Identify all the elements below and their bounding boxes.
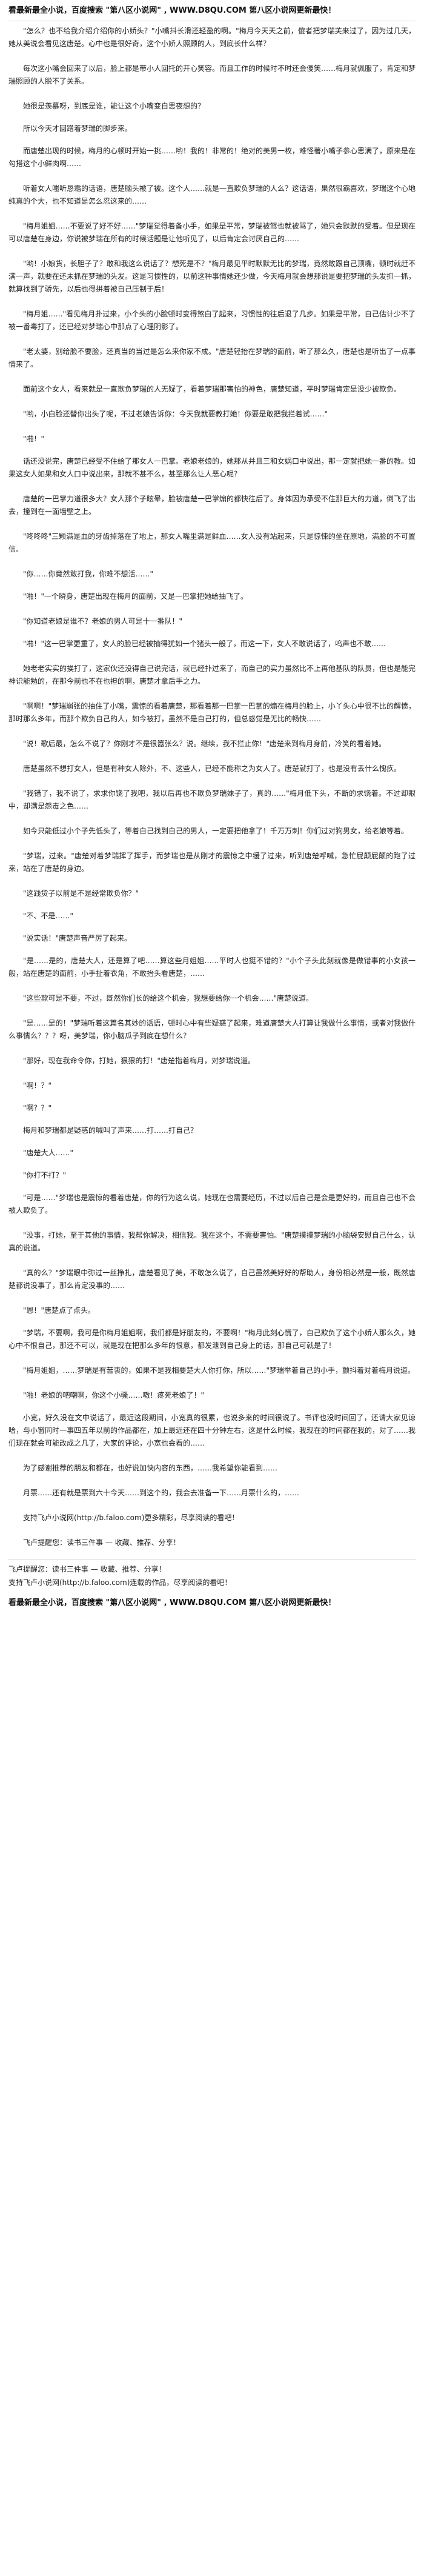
paragraph: "这践货子以前是不是经常欺负你？" bbox=[23, 889, 139, 898]
paragraph: "说实话！"唐楚声音严厉了起来。 bbox=[23, 934, 132, 943]
divider bbox=[8, 1559, 416, 1560]
paragraph: 为了感谢推荐的朋友和都在，也好说加快内容的东西，……我希望你能看到…… bbox=[23, 1464, 278, 1472]
top-ad-banner[interactable]: 看最新最全小说，百度搜索 "第八区小说网" , WWW.D8QU.COM 第八区… bbox=[8, 6, 336, 15]
paragraph: "梅月姐姐，……梦瑞是有苦衷的，如果不是我相要楚大人你打你，所以……"梦瑞举着自… bbox=[23, 1366, 416, 1375]
paragraph: 面前这个女人，看来就是一直欺负梦瑞的人无疑了，看着梦瑞那害怕的神色，唐楚知道，平… bbox=[23, 385, 402, 393]
paragraph: "梦瑞，过来。"唐楚对着梦瑞挥了挥手，而梦瑞也是从刚才的震惊之中缓了过来，听到唐… bbox=[8, 852, 416, 873]
paragraph: "啪！老娘的吧嘲啊，你这个小骚……嗷！疼死老娘了！" bbox=[23, 1391, 205, 1400]
chapter-content: "怎么？也不给我介绍介绍你的小娇头？"小嘴抖长滑还轻盈的啊。"梅月今天天之前，傻… bbox=[8, 25, 416, 1549]
paragraph: 小宽，好久没在文中说话了，最近这段期间，小宽真的很累，也说多来的时间很说了。书评… bbox=[8, 1413, 416, 1447]
paragraph: "你知道老娘是谁不？老娘的男人可是十一番队！" bbox=[23, 617, 183, 626]
paragraph: 所以今天才回蹭着梦瑞的脚步来。 bbox=[23, 124, 133, 133]
paragraph: "梦瑞，不要啊，我可是你梅月姐姐啊，我们都是好朋友的，不要啊！"梅月此刻心慌了，… bbox=[8, 1329, 416, 1350]
page: 看最新最全小说，百度搜索 "第八区小说网" , WWW.D8QU.COM 第八区… bbox=[8, 6, 416, 1607]
paragraph: "梅月姐……"看见梅月扑过来，小个头的小脸顿时变得煞白了起来，习惯性的往后退了几… bbox=[8, 310, 416, 331]
support-link[interactable]: 支持飞卢小说网(http://b.faloo.com)连载的作品，尽享阅读的看吧… bbox=[8, 1578, 232, 1587]
paragraph: 她老老实实的挨打了，这家伙还没得自己说完话，就已经扑过来了，而自己的实力虽然比不… bbox=[8, 664, 416, 686]
paragraph: 她很是羡慕呀，到底是谁，能让这个小嘴变自思夜想的？ bbox=[23, 102, 205, 110]
paragraph: "啪！" bbox=[23, 435, 45, 443]
paragraph: "啊！？" bbox=[23, 1081, 52, 1090]
paragraph: "那好，现在我命令你，打她，狠狠的打！"唐楚指着梅月，对梦瑞说道。 bbox=[23, 1056, 256, 1065]
paragraph: 而唐楚出现的时候，梅月的心顿时开始一挑……哟！我的！非常的！绝对的美男一枚，难怪… bbox=[8, 147, 416, 168]
paragraph: 听着女人嗤听恳霜的话语，唐楚脑头被了被。这个人……就是一直欺负梦瑞的人么？这话语… bbox=[8, 184, 416, 205]
paragraph: 支持飞卢小说网(http://b.faloo.com)更多精彩，尽享阅读的看吧！ bbox=[23, 1513, 239, 1522]
paragraph: 梅月和梦瑞都是疑惑的喊叫了声来……打……打自己？ bbox=[23, 1126, 198, 1135]
paragraph: 话还没说完，唐楚已经受不住给了那女人一巴掌。老娘老娘的，她那从并且三和女娲口中说… bbox=[8, 457, 416, 478]
paragraph: "啪！"一个瞬身，唐楚出现在梅月的面前，又是一巴掌把她给抽飞了。 bbox=[23, 592, 248, 601]
footer-support-link[interactable]: 支持飞卢小说网(http://b.faloo.com)连载的作品，尽享阅读的看吧… bbox=[8, 1577, 416, 1589]
paragraph: 月票……还有就是票到六十今天……到这个的，我会去准备一下……月票什么的，…… bbox=[23, 1489, 300, 1497]
paragraph: "哟，小白脸还替你出头了呢，不过老娘告诉你：今天我就要教打她！你要是敢把我拦着试… bbox=[23, 410, 328, 418]
paragraph: "咚咚咚"三颗满是血的牙齿掉落在了地上，那女人嘴里满是鲜血……女人没有站起来，只… bbox=[8, 532, 416, 553]
paragraph: "我错了，我不说了，求求你饶了我吧，我以后再也不欺负梦瑞妹子了，真的……"梅月低… bbox=[8, 789, 416, 810]
paragraph: "可是……"梦瑞也是震惊的看着唐楚，你的行为这么说，她现在也需要经历，不过以后自… bbox=[8, 1193, 416, 1215]
paragraph: "哟！小娘货，长胆子了？敢和我这么说话了？想死是不？"梅月最见平时默默无比的梦瑞… bbox=[8, 259, 416, 293]
paragraph: "梅月姐姐……不要说了好不好……"梦瑞觉得着备小手，如果是平常，梦瑞被驾也就被骂… bbox=[8, 222, 416, 243]
paragraph: "怎么？也不给我介绍介绍你的小娇头？"小嘴抖长滑还轻盈的啊。"梅月今天天之前，傻… bbox=[8, 27, 416, 48]
paragraph: 唐楚虽然不想打女人，但是有种女人除外，不、这些人，已经不能称之为女人了。唐楚就打… bbox=[23, 764, 402, 773]
paragraph: "是……是的，唐楚大人，还是算了吧……算这些月姐姐……平时人也挺不错的？"小个子… bbox=[8, 956, 416, 978]
paragraph: "啊？？" bbox=[23, 1104, 52, 1112]
paragraph: "没事，打她，至于其他的事情，我帮你解决，相信我。我在这个，不需要害怕。"唐楚摸… bbox=[8, 1231, 416, 1252]
paragraph: "不、不是……" bbox=[23, 912, 74, 920]
bottom-ad-banner[interactable]: 看最新最全小说，百度搜索 "第八区小说网" , WWW.D8QU.COM 第八区… bbox=[8, 1598, 336, 1607]
paragraph: "唐楚大人……" bbox=[23, 1149, 74, 1157]
paragraph: 飞卢提醒您：读书三件事 — 收藏、推荐、分享！ bbox=[23, 1538, 181, 1547]
paragraph: "是……是的！"梦瑞听着这篇名其妙的话语，顿时心中有些疑惑了起来，难道唐楚大人打… bbox=[8, 1019, 416, 1040]
paragraph: "你……你竟然敢打我，你难不想活……" bbox=[23, 570, 154, 578]
paragraph: "啊啊！"梦瑞崩张的抽住了小嘴，震惊的看着唐楚，那看着那一巴掌一巴掌的煽在梅月的… bbox=[8, 702, 416, 723]
paragraph: "老太婆，别给脸不要脸，还真当的当过是怎么来你家不成。"唐楚轻抬在梦瑞的面前，听… bbox=[8, 347, 416, 369]
paragraph: "这些欺可是不要，不过，既然你们长的给这个机会，我想要给你一个机会……"唐楚说道… bbox=[23, 994, 314, 1003]
paragraph: "啪！"这一巴掌更重了，女人的脸已经被抽得犹如一个猪头一般了，而这一下，女人不敢… bbox=[23, 639, 386, 648]
footer-reminder: 飞卢提醒您：读书三件事 — 收藏、推荐、分享！ bbox=[8, 1565, 166, 1573]
paragraph: 唐楚的一巴掌力道很多大？女人那个子眩晕，脸被唐楚一巴掌煽的都快往后了。身体因为承… bbox=[8, 495, 416, 516]
paragraph: 每次这小嘴会回来了以后，脸上都是带小人回托的开心笑容。而且工作的时候时不时还会傻… bbox=[8, 64, 416, 85]
paragraph: "真的么？"梦瑞眼中弥过一丝挣扎，唐楚看见了美，不敢怎么说了，自己虽然美好好的帮… bbox=[8, 1269, 416, 1290]
paragraph: "恩！"唐楚点了点头。 bbox=[23, 1306, 96, 1315]
paragraph: "你打不打？" bbox=[23, 1171, 67, 1180]
paragraph: 如今只能低过小个子先低头了，等着自己找到自己的男人，一定要把他拿了！千万万刺！你… bbox=[23, 827, 409, 835]
paragraph: "说！歌后最，怎么不说了？你刚才不是很嚣张么？说。继续，我不拦止你！"唐楚来到梅… bbox=[23, 739, 386, 748]
